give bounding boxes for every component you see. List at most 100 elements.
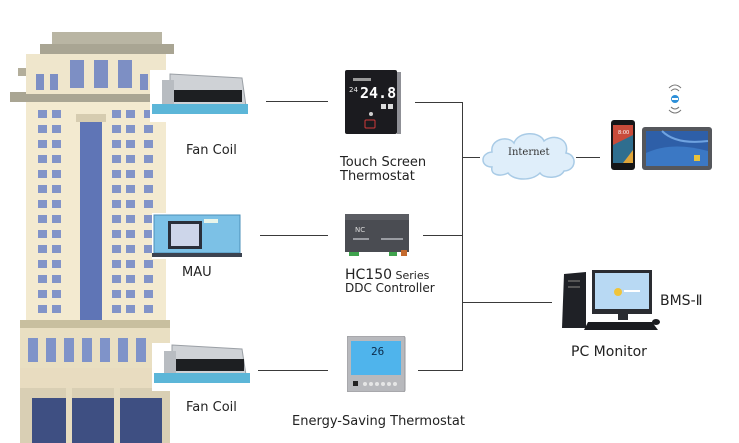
building-window (112, 215, 121, 223)
building-window (112, 290, 121, 298)
building-window (52, 305, 61, 313)
building-window (126, 140, 135, 148)
building-window (126, 275, 135, 283)
building-window (144, 110, 153, 118)
building-window (126, 200, 135, 208)
hotel-building (10, 30, 180, 443)
building-window (52, 275, 61, 283)
building-window (38, 260, 47, 268)
building-window (112, 260, 121, 268)
building-window (52, 215, 61, 223)
building-window (52, 230, 61, 238)
building-window (144, 170, 153, 178)
building-window (38, 215, 47, 223)
building-window (112, 230, 121, 238)
building-window (126, 290, 135, 298)
ddc-controller-device: NC (345, 214, 411, 258)
building-window (52, 125, 61, 133)
building-window (112, 305, 121, 313)
building-window (112, 245, 121, 253)
building-window (126, 215, 135, 223)
pc-workstation (558, 268, 660, 334)
building-window (144, 245, 153, 253)
energy-saving-thermostat-label: Energy-Saving Thermostat (292, 414, 465, 429)
building-window (126, 125, 135, 133)
building-window (144, 200, 153, 208)
line-internet-mobile (576, 157, 600, 158)
bms-system-label: BMS-Ⅱ (660, 293, 703, 309)
building-window (38, 305, 47, 313)
line-energy-thermostat-bus (418, 370, 462, 371)
building-window (38, 245, 47, 253)
ddc-series-label: Series (392, 269, 430, 282)
line-fancoil-energy-thermostat (258, 370, 328, 371)
line-thermostat-bus (415, 102, 462, 103)
line-bus-internet (462, 157, 480, 158)
pc-monitor-label: PC Monitor (571, 344, 647, 360)
line-ddc-bus (423, 235, 462, 236)
smartphone-device: 8:00 (611, 120, 635, 170)
vertical-bus (462, 102, 463, 371)
building-window (52, 260, 61, 268)
building-window (112, 125, 121, 133)
internet-cloud: Internet (478, 125, 578, 183)
touch-screen-thermostat-device: 24.8 24 (345, 70, 401, 136)
building-window (52, 140, 61, 148)
building-window (126, 185, 135, 193)
building-window (144, 125, 153, 133)
building-window (52, 245, 61, 253)
touch-thermostat-temp-readout: 24.8 (360, 84, 397, 102)
building-window (38, 125, 47, 133)
ddc-controller-label-1: HC150 Series (345, 264, 429, 283)
building-window (144, 275, 153, 283)
tablet-device (642, 127, 712, 170)
fan-coil-unit-top (150, 70, 250, 122)
building-window (52, 170, 61, 178)
building-window (126, 110, 135, 118)
fan-coil-unit-bottom (152, 343, 252, 391)
building-window (112, 140, 121, 148)
wifi-signal-icon (666, 82, 684, 116)
building-window (38, 290, 47, 298)
internet-label: Internet (508, 147, 550, 158)
building-window (112, 155, 121, 163)
building-window (144, 260, 153, 268)
building-window (112, 185, 121, 193)
fan-coil-top-label: Fan Coil (186, 143, 237, 158)
building-window (38, 155, 47, 163)
building-window (38, 185, 47, 193)
energy-thermostat-temp-readout: 26 (371, 345, 385, 358)
building-window (38, 170, 47, 178)
building-window (126, 305, 135, 313)
ddc-controller-label-2: DDC Controller (345, 281, 435, 295)
building-window (52, 110, 61, 118)
touch-screen-thermostat-label-1: Touch Screen (340, 155, 427, 170)
building-window (112, 110, 121, 118)
building-window (112, 170, 121, 178)
building-window (144, 230, 153, 238)
building-window (144, 185, 153, 193)
building-window (126, 170, 135, 178)
building-window (126, 245, 135, 253)
touch-thermostat-small-readout: 24 (349, 86, 358, 94)
touch-screen-thermostat-label-2: Thermostat (340, 169, 415, 184)
mau-label: MAU (182, 265, 212, 280)
building-window (144, 215, 153, 223)
mau-unit (152, 213, 242, 259)
building-window (144, 305, 153, 313)
building-window (38, 110, 47, 118)
building-window (144, 140, 153, 148)
building-window (38, 140, 47, 148)
building-window (126, 260, 135, 268)
building-window (52, 155, 61, 163)
line-fancoil-thermostat (266, 101, 328, 102)
building-window (38, 275, 47, 283)
building-window (126, 155, 135, 163)
building-window (38, 230, 47, 238)
building-window (52, 185, 61, 193)
ddc-device-text: NC (355, 226, 366, 234)
line-bus-pc (462, 302, 552, 303)
building-window (38, 200, 47, 208)
building-window (112, 200, 121, 208)
ddc-model-label: HC150 (345, 267, 393, 283)
